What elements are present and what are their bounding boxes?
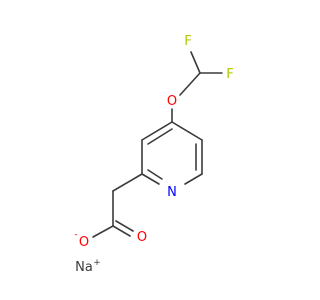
atom-f-top: F bbox=[184, 34, 191, 49]
atom-o-ether: O bbox=[167, 94, 177, 109]
atom-na: Na bbox=[75, 260, 93, 275]
bond-ring-c3-c4-inner bbox=[147, 128, 173, 145]
bond-ring-n-c2-inner bbox=[147, 169, 163, 180]
structure-canvas: F F O N O - O Na + bbox=[74, 34, 233, 275]
atom-f-right: F bbox=[226, 67, 233, 82]
atom-na-charge: + bbox=[93, 258, 101, 268]
bond-ccarboxyl-o-minus bbox=[92, 225, 114, 238]
bond-chf2-o bbox=[179, 72, 201, 96]
atom-o-minus-charge: - bbox=[74, 230, 77, 240]
bond-ccarboxyl-o-double-1 bbox=[112, 225, 131, 237]
atom-n-ring: N bbox=[167, 185, 177, 200]
atom-o-carbonyl: O bbox=[137, 230, 147, 245]
bond-ccarboxyl-o-double-2 bbox=[115, 220, 134, 232]
bond-c2-ch2 bbox=[112, 173, 143, 192]
bond-ring-n-c2 bbox=[141, 173, 160, 185]
atom-o-minus: O bbox=[79, 235, 89, 250]
atom-label-group: F F O N O - O Na + bbox=[74, 34, 233, 275]
bond-group bbox=[92, 51, 223, 238]
bond-ring-c6-n bbox=[184, 173, 203, 185]
bond-ring-c4-c5 bbox=[171, 121, 203, 141]
bond-ring-c3-c4 bbox=[141, 121, 173, 141]
bond-chf2-f-top bbox=[190, 51, 201, 74]
